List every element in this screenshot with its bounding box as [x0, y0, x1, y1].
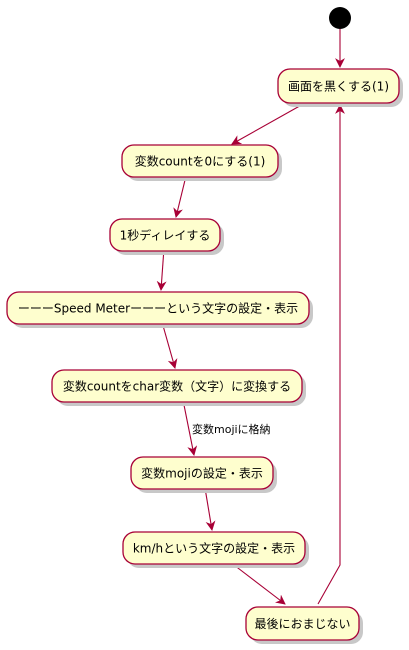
svg-text:変数countをchar変数（文字）に変換する: 変数countをchar変数（文字）に変換する [63, 379, 291, 394]
start-node [329, 7, 351, 29]
svg-text:km/hという文字の設定・表示: km/hという文字の設定・表示 [133, 541, 295, 556]
activity-node: 変数mojiの設定・表示 [130, 456, 277, 493]
activity-node: 最後におまじない [245, 606, 363, 644]
svg-text:変数countを0にする(1): 変数countを0にする(1) [135, 154, 266, 169]
edge-label-n5-n6: 変数mojiに格納 [192, 422, 271, 436]
edge-n7-n8 [233, 564, 286, 605]
activity-node: 1秒ディレイする [109, 218, 224, 255]
activity-node: 変数countをchar変数（文字）に変換する [51, 369, 306, 406]
activity-node: 画面を黒くする(1) [277, 68, 403, 107]
activity-node: km/hという文字の設定・表示 [122, 531, 309, 568]
edge-n1-n2 [231, 102, 306, 145]
svg-text:画面を黒くする(1): 画面を黒くする(1) [288, 80, 389, 94]
svg-text:ーーーSpeed Meterーーーという文字の設定・表示: ーーーSpeed Meterーーーという文字の設定・表示 [18, 301, 298, 316]
edge-n2-n3 [173, 175, 187, 218]
edge-n5-n6 [182, 399, 198, 456]
edges [156, 29, 345, 605]
svg-text:変数mojiの設定・表示: 変数mojiの設定・表示 [141, 466, 263, 481]
svg-text:1秒ディレイする: 1秒ディレイする [120, 228, 211, 243]
activity-node: ーーーSpeed Meterーーーという文字の設定・表示 [6, 291, 313, 328]
svg-text:最後におまじない: 最後におまじない [254, 617, 350, 631]
edge-n6-n7 [204, 487, 216, 531]
activity-node: 変数countを0にする(1) [121, 144, 282, 181]
edge-n8-n1-loop [317, 104, 345, 605]
edge-n4-n5 [161, 321, 178, 369]
